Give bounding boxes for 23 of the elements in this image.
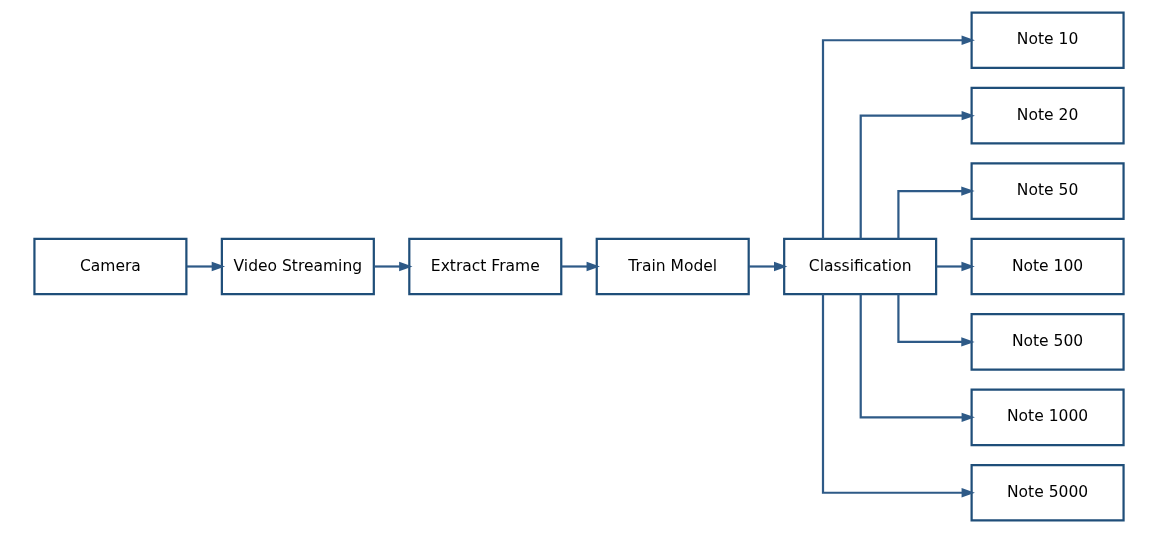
node-box: Camera bbox=[32, 237, 187, 296]
arrow bbox=[821, 294, 975, 498]
arrow bbox=[373, 261, 412, 272]
arrow bbox=[748, 261, 787, 272]
arrow bbox=[821, 35, 975, 239]
arrow bbox=[859, 111, 975, 239]
node-box: Note 5000 bbox=[970, 463, 1125, 522]
node-box: Video Streaming bbox=[220, 237, 375, 296]
arrow bbox=[186, 261, 225, 272]
node-box: Classification bbox=[782, 237, 937, 296]
arrow bbox=[896, 186, 975, 239]
node-box: Extract Frame bbox=[407, 237, 562, 296]
node-box: Note 20 bbox=[970, 86, 1125, 145]
arrow bbox=[896, 294, 975, 347]
node-box: Note 10 bbox=[970, 11, 1125, 70]
arrow bbox=[561, 261, 600, 272]
node-box: Note 500 bbox=[970, 313, 1125, 371]
arrow bbox=[859, 294, 975, 422]
node-box: Train Model bbox=[595, 237, 750, 296]
node-box: Note 100 bbox=[970, 237, 1125, 296]
node-box: Note 1000 bbox=[970, 388, 1125, 447]
node-box: Note 50 bbox=[970, 162, 1125, 220]
arrow bbox=[935, 261, 975, 272]
